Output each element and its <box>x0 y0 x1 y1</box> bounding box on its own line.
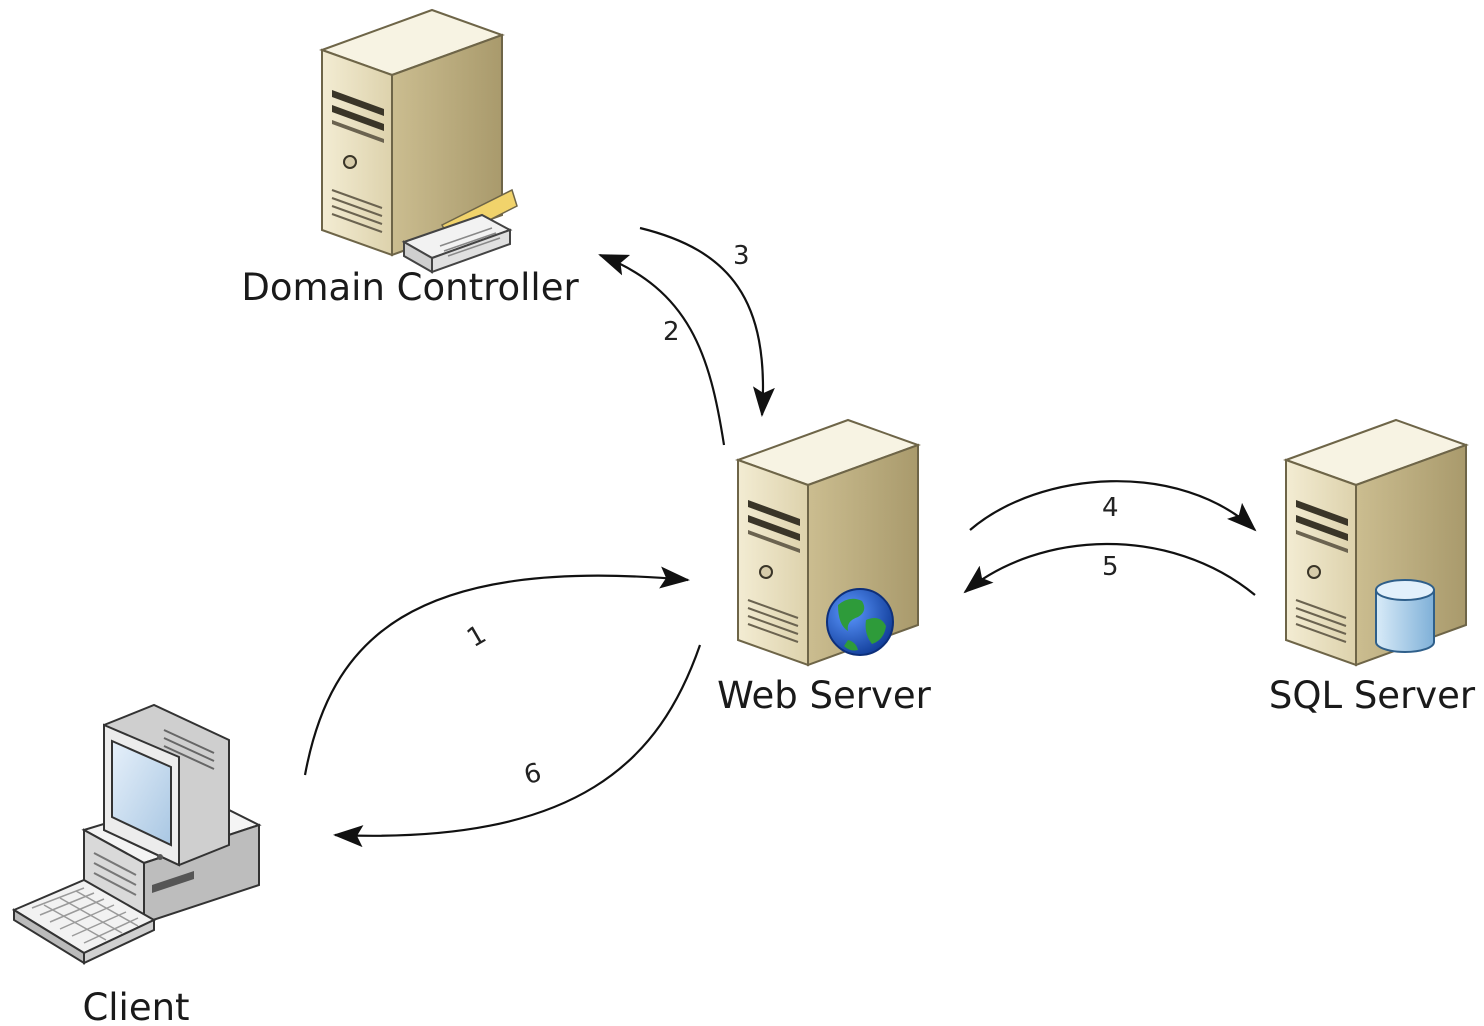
client-label: Client <box>82 986 189 1026</box>
arrows <box>303 226 1257 848</box>
client-node: Client <box>11 703 262 1026</box>
sql-server-label: SQL Server <box>1269 674 1476 717</box>
arrow-step-5 <box>963 542 1256 596</box>
server-with-globe-icon <box>737 419 919 666</box>
step-label-2: 2 <box>663 317 680 347</box>
globe-icon <box>826 588 894 656</box>
step-label-4: 4 <box>1102 493 1119 523</box>
database-icon <box>1375 579 1435 653</box>
domain-controller-label: Domain Controller <box>241 266 579 309</box>
sql-server-node: SQL Server <box>1269 419 1476 717</box>
arrow-step-2 <box>598 253 726 446</box>
arrow-step-4 <box>969 480 1257 532</box>
desktop-computer-icon <box>11 703 262 965</box>
arrow-step-1 <box>303 566 690 776</box>
step-label-5: 5 <box>1102 552 1119 582</box>
arrow-step-3 <box>639 226 775 417</box>
web-server-node: Web Server <box>717 419 932 717</box>
step-label-3: 3 <box>733 241 750 271</box>
step-label-1: 1 <box>462 620 491 654</box>
arrow-step-6 <box>333 644 702 848</box>
domain-controller-node: Domain Controller <box>241 9 579 309</box>
server-with-database-icon <box>1285 419 1467 666</box>
web-server-label: Web Server <box>717 674 932 717</box>
step-label-6: 6 <box>521 758 545 791</box>
server-with-key-icon <box>321 9 518 274</box>
